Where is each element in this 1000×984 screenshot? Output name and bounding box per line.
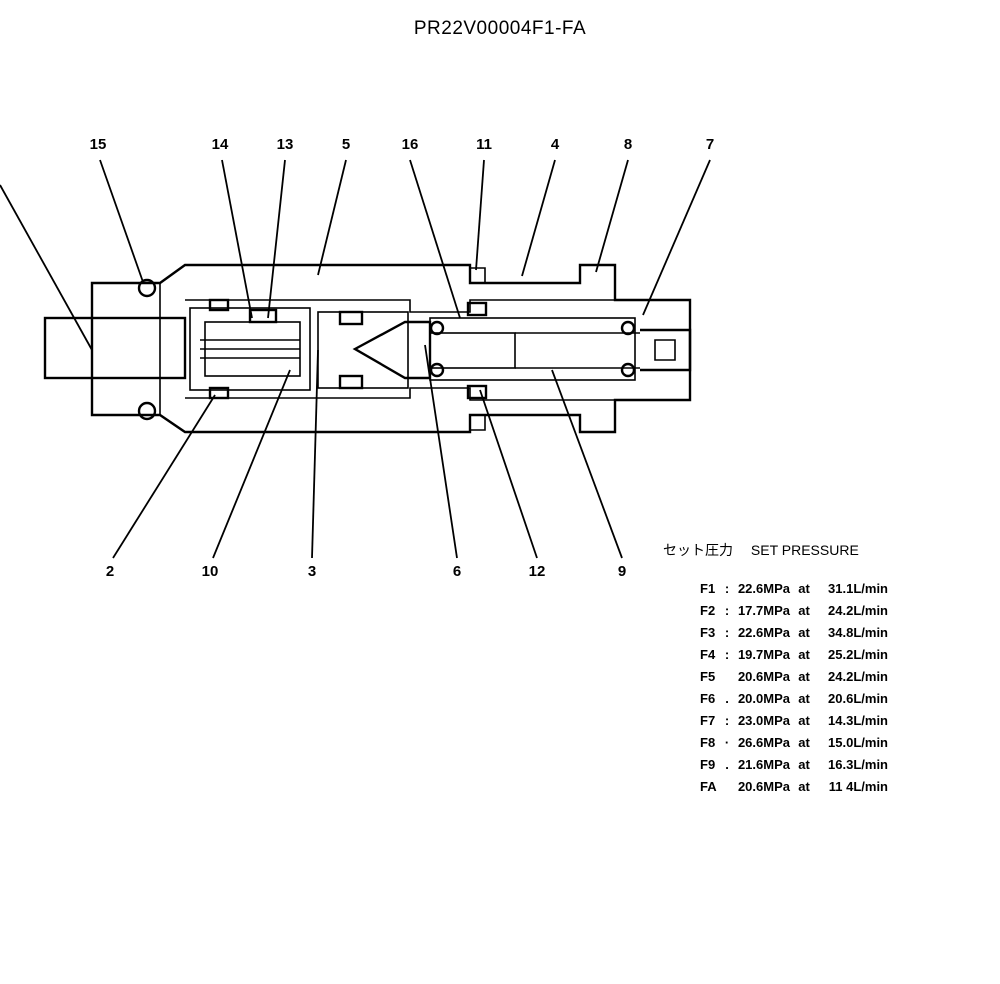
row-at: at	[798, 735, 810, 750]
callout-10: 10	[201, 563, 219, 580]
row-pressure: 22.6MPa	[737, 625, 790, 640]
row-flow: 24.2L/min	[828, 603, 888, 618]
callout-6: 6	[452, 563, 462, 580]
row-pressure: 17.7MPa	[737, 603, 790, 618]
row-id: F8	[700, 735, 716, 750]
set-pressure-row: FA 20.6MPa at 11 4L/min	[700, 776, 888, 798]
row-id: F5	[700, 669, 716, 684]
row-flow: 20.6L/min	[828, 691, 888, 706]
callout-15: 15	[89, 136, 107, 153]
callout-2: 2	[105, 563, 115, 580]
callout-13: 13	[276, 136, 294, 153]
row-at: at	[798, 757, 810, 772]
row-pressure: 19.7MPa	[737, 647, 790, 662]
set-pressure-row: F9 . 21.6MPa at 16.3L/min	[700, 754, 888, 776]
row-at: at	[798, 603, 810, 618]
row-at: at	[798, 713, 810, 728]
row-id: F6	[700, 691, 716, 706]
row-at: at	[798, 647, 810, 662]
row-pressure: 26.6MPa	[737, 735, 790, 750]
row-at: at	[798, 779, 810, 794]
row-id: F9	[700, 757, 716, 772]
row-flow: 14.3L/min	[828, 713, 888, 728]
row-separator: :	[724, 713, 730, 728]
leader-lines	[0, 159, 711, 559]
callout-5: 5	[341, 136, 351, 153]
set-pressure-row: F8 · 26.6MPa at 15.0L/min	[700, 732, 888, 754]
set-pressure-heading-en: SET PRESSURE	[750, 542, 859, 558]
drawing-title: PR22V00004F1-FA	[413, 18, 587, 39]
callout-14: 14	[211, 136, 229, 153]
row-at: at	[798, 581, 810, 596]
row-id: F1	[700, 581, 716, 596]
callout-12: 12	[528, 563, 546, 580]
row-id: F3	[700, 625, 716, 640]
row-separator: :	[724, 603, 730, 618]
row-separator	[722, 666, 732, 688]
row-flow: 25.2L/min	[828, 647, 888, 662]
row-flow: 31.1L/min	[828, 581, 888, 596]
callout-16: 16	[401, 136, 419, 153]
set-pressure-table: F1 : 22.6MPa at 31.1L/min F2 : 17.7MPa a…	[700, 578, 888, 798]
row-pressure: 21.6MPa	[737, 757, 790, 772]
row-pressure: 20.6MPa	[737, 779, 790, 794]
row-pressure: 22.6MPa	[737, 581, 790, 596]
set-pressure-row: F7 : 23.0MPa at 14.3L/min	[700, 710, 888, 732]
callout-11: 11	[476, 136, 492, 153]
callout-8: 8	[623, 136, 633, 153]
row-flow: 24.2L/min	[828, 669, 888, 684]
row-separator: :	[724, 647, 730, 662]
row-pressure: 20.6MPa	[737, 669, 790, 684]
row-id: FA	[700, 779, 717, 794]
row-separator: .	[725, 691, 729, 706]
valve-body	[43, 263, 692, 434]
set-pressure-row: F1 : 22.6MPa at 31.1L/min	[700, 578, 888, 600]
set-pressure-row: F5 20.6MPa at 24.2L/min	[700, 666, 888, 688]
row-id: F7	[700, 713, 716, 728]
row-separator: :	[724, 581, 730, 596]
row-pressure: 20.0MPa	[737, 691, 790, 706]
callout-3: 3	[307, 563, 317, 580]
row-separator: ·	[724, 735, 730, 750]
row-separator: :	[724, 625, 730, 640]
row-id: F2	[700, 603, 716, 618]
row-at: at	[798, 669, 810, 684]
row-id: F4	[700, 647, 716, 662]
row-flow: 16.3L/min	[828, 757, 888, 772]
row-separator	[722, 776, 732, 798]
row-flow: 15.0L/min	[828, 735, 888, 750]
row-at: at	[798, 625, 810, 640]
set-pressure-row: F4 : 19.7MPa at 25.2L/min	[700, 644, 888, 666]
set-pressure-row: F6 . 20.0MPa at 20.6L/min	[700, 688, 888, 710]
callout-7: 7	[705, 136, 715, 153]
set-pressure-heading: セット圧力 SET PRESSURE	[663, 540, 859, 560]
row-pressure: 23.0MPa	[737, 713, 790, 728]
row-flow: 34.8L/min	[828, 625, 888, 640]
row-separator: .	[725, 757, 729, 772]
callout-9: 9	[617, 563, 627, 580]
row-at: at	[798, 691, 810, 706]
callout-4: 4	[550, 136, 560, 153]
row-flow: 11 4L/min	[828, 779, 888, 794]
set-pressure-row: F2 : 17.7MPa at 24.2L/min	[700, 600, 888, 622]
set-pressure-row: F3 : 22.6MPa at 34.8L/min	[700, 622, 888, 644]
set-pressure-heading-jp: セット圧力	[663, 542, 733, 558]
